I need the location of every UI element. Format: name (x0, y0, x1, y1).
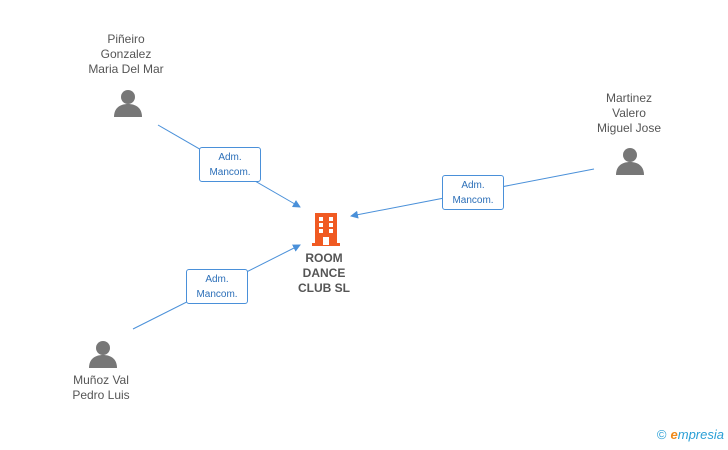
brand-logo-e: e (670, 427, 678, 442)
person-name-line: Muñoz Val (73, 373, 129, 387)
company-name[interactable]: ROOM DANCE CLUB SL (284, 251, 364, 296)
copyright-symbol: © (656, 427, 667, 442)
person-icon[interactable] (113, 88, 143, 118)
relation-label-munoz[interactable]: Adm. Mancom. (186, 269, 248, 304)
building-icon[interactable] (311, 211, 341, 247)
relation-label-line: Mancom. (452, 195, 494, 206)
person-name-line: Maria Del Mar (88, 62, 164, 76)
empresia-watermark: ©empresia (657, 427, 724, 442)
person-munoz-name[interactable]: Muñoz Val Pedro Luis (41, 373, 161, 403)
person-name-line: Gonzalez (100, 47, 152, 61)
person-martinez-name[interactable]: Martinez Valero Miguel Jose (569, 91, 689, 136)
relation-label-line: Mancom. (196, 289, 238, 300)
company-name-line: CLUB SL (298, 281, 350, 295)
relation-label-line: Adm. (461, 180, 485, 191)
person-icon[interactable] (88, 339, 118, 369)
relation-label-pineiro[interactable]: Adm. Mancom. (199, 147, 261, 182)
relation-label-line: Adm. (218, 152, 242, 163)
person-pineiro-name[interactable]: Piñeiro Gonzalez Maria Del Mar (66, 32, 186, 77)
relation-label-line: Mancom. (209, 167, 251, 178)
person-name-line: Valero (612, 106, 646, 120)
company-name-line: ROOM (305, 251, 343, 265)
person-name-line: Miguel Jose (596, 121, 662, 135)
relation-label-line: Adm. (205, 274, 229, 285)
brand-logo-text: mpresia (677, 427, 724, 442)
relation-label-martinez[interactable]: Adm. Mancom. (442, 175, 504, 210)
person-icon[interactable] (615, 146, 645, 176)
company-name-line: DANCE (302, 266, 346, 280)
person-name-line: Pedro Luis (72, 388, 130, 402)
person-name-line: Piñeiro (107, 32, 145, 46)
person-name-line: Martinez (605, 91, 652, 105)
